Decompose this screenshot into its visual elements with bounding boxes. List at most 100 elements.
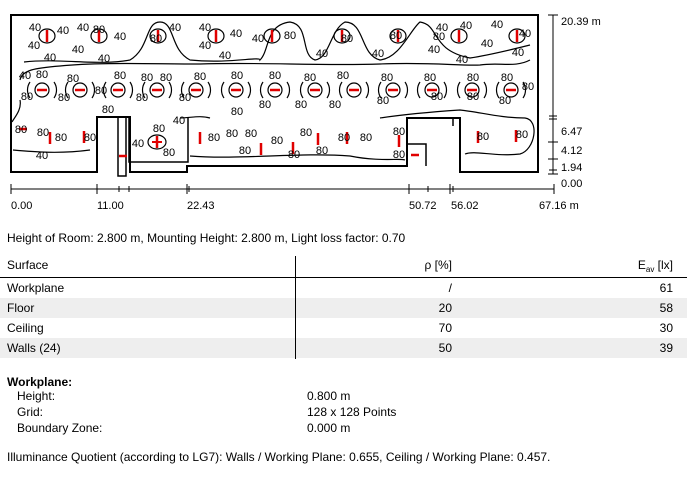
contour-label: 40	[372, 48, 384, 60]
contour-label: 80	[338, 132, 350, 144]
contour-label: 80	[316, 145, 328, 157]
contour-label: 40	[512, 47, 524, 59]
contour-ring	[346, 82, 362, 98]
contour-label: 80	[95, 85, 107, 97]
isolux-contours	[11, 21, 535, 161]
x-tick-label: 50.72	[409, 200, 437, 212]
contour-ring	[503, 82, 519, 98]
contour-arc	[259, 81, 291, 99]
contour-ring	[307, 82, 323, 98]
workplane-grid-label: Grid:	[17, 405, 44, 419]
surface-table: Surface ρ [%] Eav [lx] Workplane / 61 Fl…	[0, 256, 687, 358]
cell-surface: Floor	[7, 301, 35, 315]
contour-arc	[299, 81, 331, 99]
contour-ring	[38, 28, 56, 44]
contour-label: 40	[252, 33, 264, 45]
y-tick-label: 4.12	[561, 145, 582, 157]
contour-ring	[385, 82, 401, 98]
contour-label: 80	[337, 70, 349, 82]
x-tick-label: 67.16 m	[539, 200, 579, 212]
contour-label: 80	[245, 128, 257, 140]
contour-label: 80	[288, 149, 300, 161]
contour-label: 80	[424, 72, 436, 84]
contour-label: 80	[179, 92, 191, 104]
contour-arc	[338, 81, 370, 99]
contour-label: 40	[57, 25, 69, 37]
eav-subscript: av	[645, 265, 655, 274]
contour-label: 40	[519, 28, 531, 40]
contour-line	[11, 99, 535, 156]
contour-label: 40	[219, 50, 231, 62]
contour-ring	[267, 82, 283, 98]
contour-label: 80	[499, 95, 511, 107]
contour-label: 80	[231, 70, 243, 82]
contour-label: 80	[393, 149, 405, 161]
room-outline	[10, 14, 539, 173]
contour-arc	[102, 81, 134, 99]
contour-label: 80	[21, 91, 33, 103]
contour-arc	[220, 81, 252, 99]
contour-label: 80	[269, 70, 281, 82]
contour-label: 80	[467, 72, 479, 84]
cell-rho: /	[448, 281, 452, 295]
cell-rho: 50	[438, 341, 452, 355]
contour-arc	[416, 81, 448, 99]
contour-arc	[180, 81, 212, 99]
table-row: Workplane / 61	[0, 278, 687, 298]
contour-label: 80	[467, 91, 479, 103]
eav-unit: [lx]	[654, 258, 673, 272]
contour-label: 80	[136, 92, 148, 104]
contour-label: 40	[199, 40, 211, 52]
cell-eav: 30	[659, 321, 673, 335]
cell-rho: 20	[438, 301, 452, 315]
header-surface: Surface	[7, 258, 49, 272]
cell-eav: 39	[659, 341, 673, 355]
contour-label: 80	[390, 30, 402, 42]
contour-label: 80	[522, 81, 534, 93]
cell-surface: Workplane	[7, 281, 65, 295]
room-info: Height of Room: 2.800 m, Mounting Height…	[7, 231, 406, 245]
contour-label: 80	[304, 72, 316, 84]
contour-ring	[508, 28, 526, 44]
contour-ring	[34, 82, 50, 98]
contour-label: 40	[19, 70, 31, 82]
contour-label: 80	[501, 72, 513, 84]
contour-ring	[228, 82, 244, 98]
y-tick-label: 20.39 m	[561, 16, 601, 28]
cell-surface: Walls (24)	[7, 341, 61, 355]
x-tick-label: 11.00	[97, 200, 124, 212]
contour-label: 80	[114, 70, 126, 82]
eav-symbol: E	[637, 258, 646, 272]
contour-ring	[424, 82, 440, 98]
contour-ring	[464, 82, 480, 98]
y-tick-label: 0.00	[561, 178, 582, 190]
cell-eav: 61	[659, 281, 673, 295]
contour-label: 80	[239, 145, 251, 157]
contour-label: 40	[230, 28, 242, 40]
contour-label: 40	[456, 54, 468, 66]
workplane-title: Workplane:	[7, 375, 73, 389]
contour-label: 40	[44, 52, 56, 64]
y-tick-label: 1.94	[561, 162, 582, 174]
contour-label: 80	[477, 131, 489, 143]
contour-ring	[149, 28, 167, 44]
contour-label: 40	[36, 150, 48, 162]
contour-ring	[188, 82, 204, 98]
contour-line	[23, 21, 531, 63]
header-rho: ρ [%]	[424, 258, 453, 272]
contour-label: 80	[84, 132, 96, 144]
contour-arc	[141, 81, 173, 99]
contour-label: 40	[28, 40, 40, 52]
contour-label: 40	[460, 20, 472, 32]
table-header: Surface ρ [%] Eav [lx]	[0, 256, 687, 278]
contour-label: 40	[114, 31, 126, 43]
contour-label: 80	[329, 99, 341, 111]
illuminance-quotient: Illuminance Quotient (according to LG7):…	[7, 450, 551, 464]
contour-label: 80	[37, 127, 49, 139]
contour-ring	[147, 134, 167, 150]
contour-label: 80	[208, 132, 220, 144]
y-dimension-axis	[548, 14, 558, 175]
contour-line	[12, 149, 406, 161]
contour-label: 40	[428, 44, 440, 56]
